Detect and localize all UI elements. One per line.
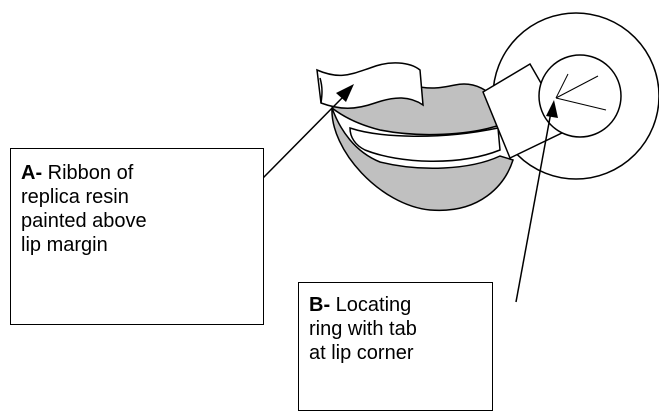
callout-b-line-1-text: Locating xyxy=(330,294,411,316)
callout-b-letter: B- xyxy=(309,294,330,316)
callout-a-line-3: painted above xyxy=(21,209,255,233)
callout-box-b: B- Locating ring with tab at lip corner xyxy=(298,282,493,411)
callout-a-line-1-text: Ribbon of xyxy=(42,162,133,184)
locating-ring-inner xyxy=(539,55,621,137)
callout-b-line-3: at lip corner xyxy=(309,341,484,365)
leader-line-a xyxy=(263,96,344,178)
callout-b-line-2: ring with tab xyxy=(309,317,484,341)
callout-a-letter: A- xyxy=(21,162,42,184)
callout-b-line-1: B- Locating xyxy=(309,293,484,317)
callout-a-line-1: A- Ribbon of xyxy=(21,161,255,185)
callout-a-line-2: replica resin xyxy=(21,185,255,209)
callout-a-line-4: lip margin xyxy=(21,233,255,257)
callout-box-a: A- Ribbon of replica resin painted above… xyxy=(10,148,264,325)
